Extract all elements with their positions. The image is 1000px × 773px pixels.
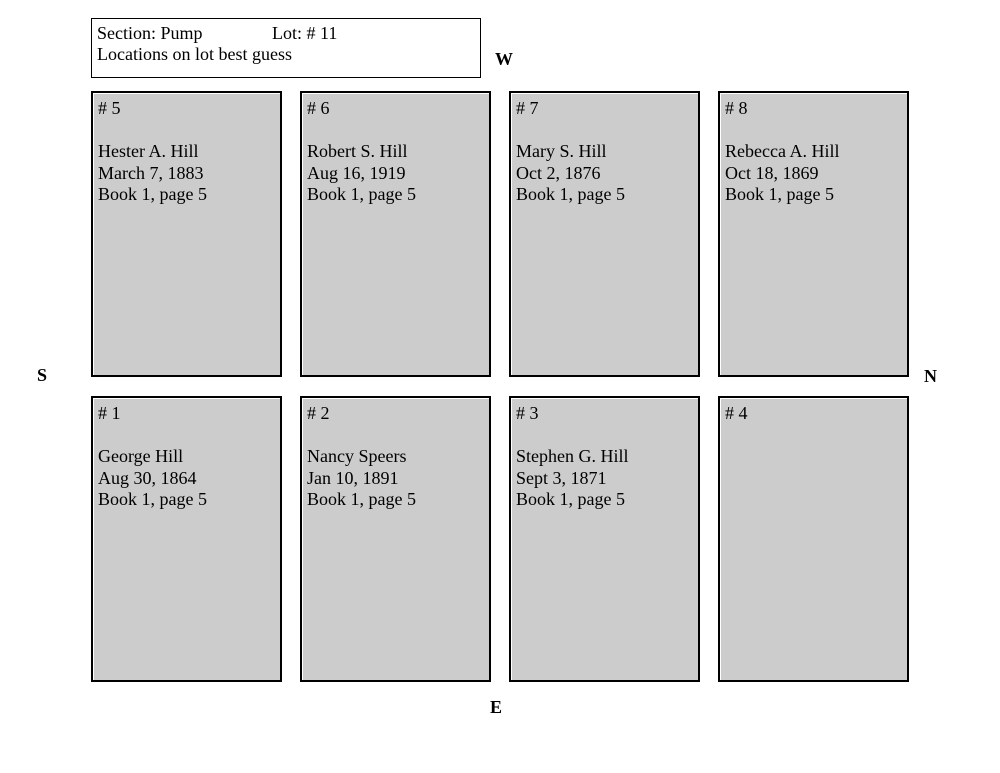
plot-record: Book 1, page 5 [98,489,207,509]
plot-record: Book 1, page 5 [307,184,416,204]
plot-number: # 4 [725,403,748,423]
plot-date: March 7, 1883 [98,162,204,183]
plot-4: # 4 [718,396,909,682]
plot-date: Aug 30, 1864 [98,467,197,488]
plot-date: Sept 3, 1871 [516,467,607,488]
plot-name: Stephen G. Hill [516,446,629,466]
plot-record: Book 1, page 5 [516,489,625,509]
section-label: Section: Pump [97,23,203,43]
plot-2: # 2 Nancy Speers Jan 10, 1891 Book 1, pa… [300,396,491,682]
plot-number: # 7 [516,98,539,118]
plot-8: # 8 Rebecca A. Hill Oct 18, 1869 Book 1,… [718,91,909,377]
plot-number: # 8 [725,98,748,118]
plot-record: Book 1, page 5 [516,184,625,204]
compass-west: W [495,49,513,69]
plot-date: Aug 16, 1919 [307,162,406,183]
compass-north: N [924,366,937,386]
plot-name: Rebecca A. Hill [725,141,840,161]
section-lot-line: Section: Pump Lot: # 11 [97,23,480,44]
plot-name: Robert S. Hill [307,141,408,161]
plot-date: Oct 2, 1876 [516,162,601,183]
plot-name: Nancy Speers [307,446,407,466]
plot-number: # 6 [307,98,330,118]
plot-6: # 6 Robert S. Hill Aug 16, 1919 Book 1, … [300,91,491,377]
plot-1: # 1 George Hill Aug 30, 1864 Book 1, pag… [91,396,282,682]
plot-number: # 5 [98,98,121,118]
plot-7: # 7 Mary S. Hill Oct 2, 1876 Book 1, pag… [509,91,700,377]
plot-record: Book 1, page 5 [98,184,207,204]
plot-date: Jan 10, 1891 [307,467,399,488]
compass-east: E [490,697,503,717]
plot-record: Book 1, page 5 [725,184,834,204]
plot-3: # 3 Stephen G. Hill Sept 3, 1871 Book 1,… [509,396,700,682]
plot-number: # 2 [307,403,330,423]
lot-note: Locations on lot best guess [97,44,292,64]
plot-name: George Hill [98,446,184,466]
plot-name: Mary S. Hill [516,141,607,161]
plot-5: # 5 Hester A. Hill March 7, 1883 Book 1,… [91,91,282,377]
plot-record: Book 1, page 5 [307,489,416,509]
plot-number: # 3 [516,403,539,423]
plot-number: # 1 [98,403,121,423]
plot-date: Oct 18, 1869 [725,162,819,183]
lot-info-box: Section: Pump Lot: # 11 Locations on lot … [91,18,481,78]
plot-name: Hester A. Hill [98,141,199,161]
compass-south: S [37,365,48,385]
lot-label: Lot: # 11 [272,23,338,43]
